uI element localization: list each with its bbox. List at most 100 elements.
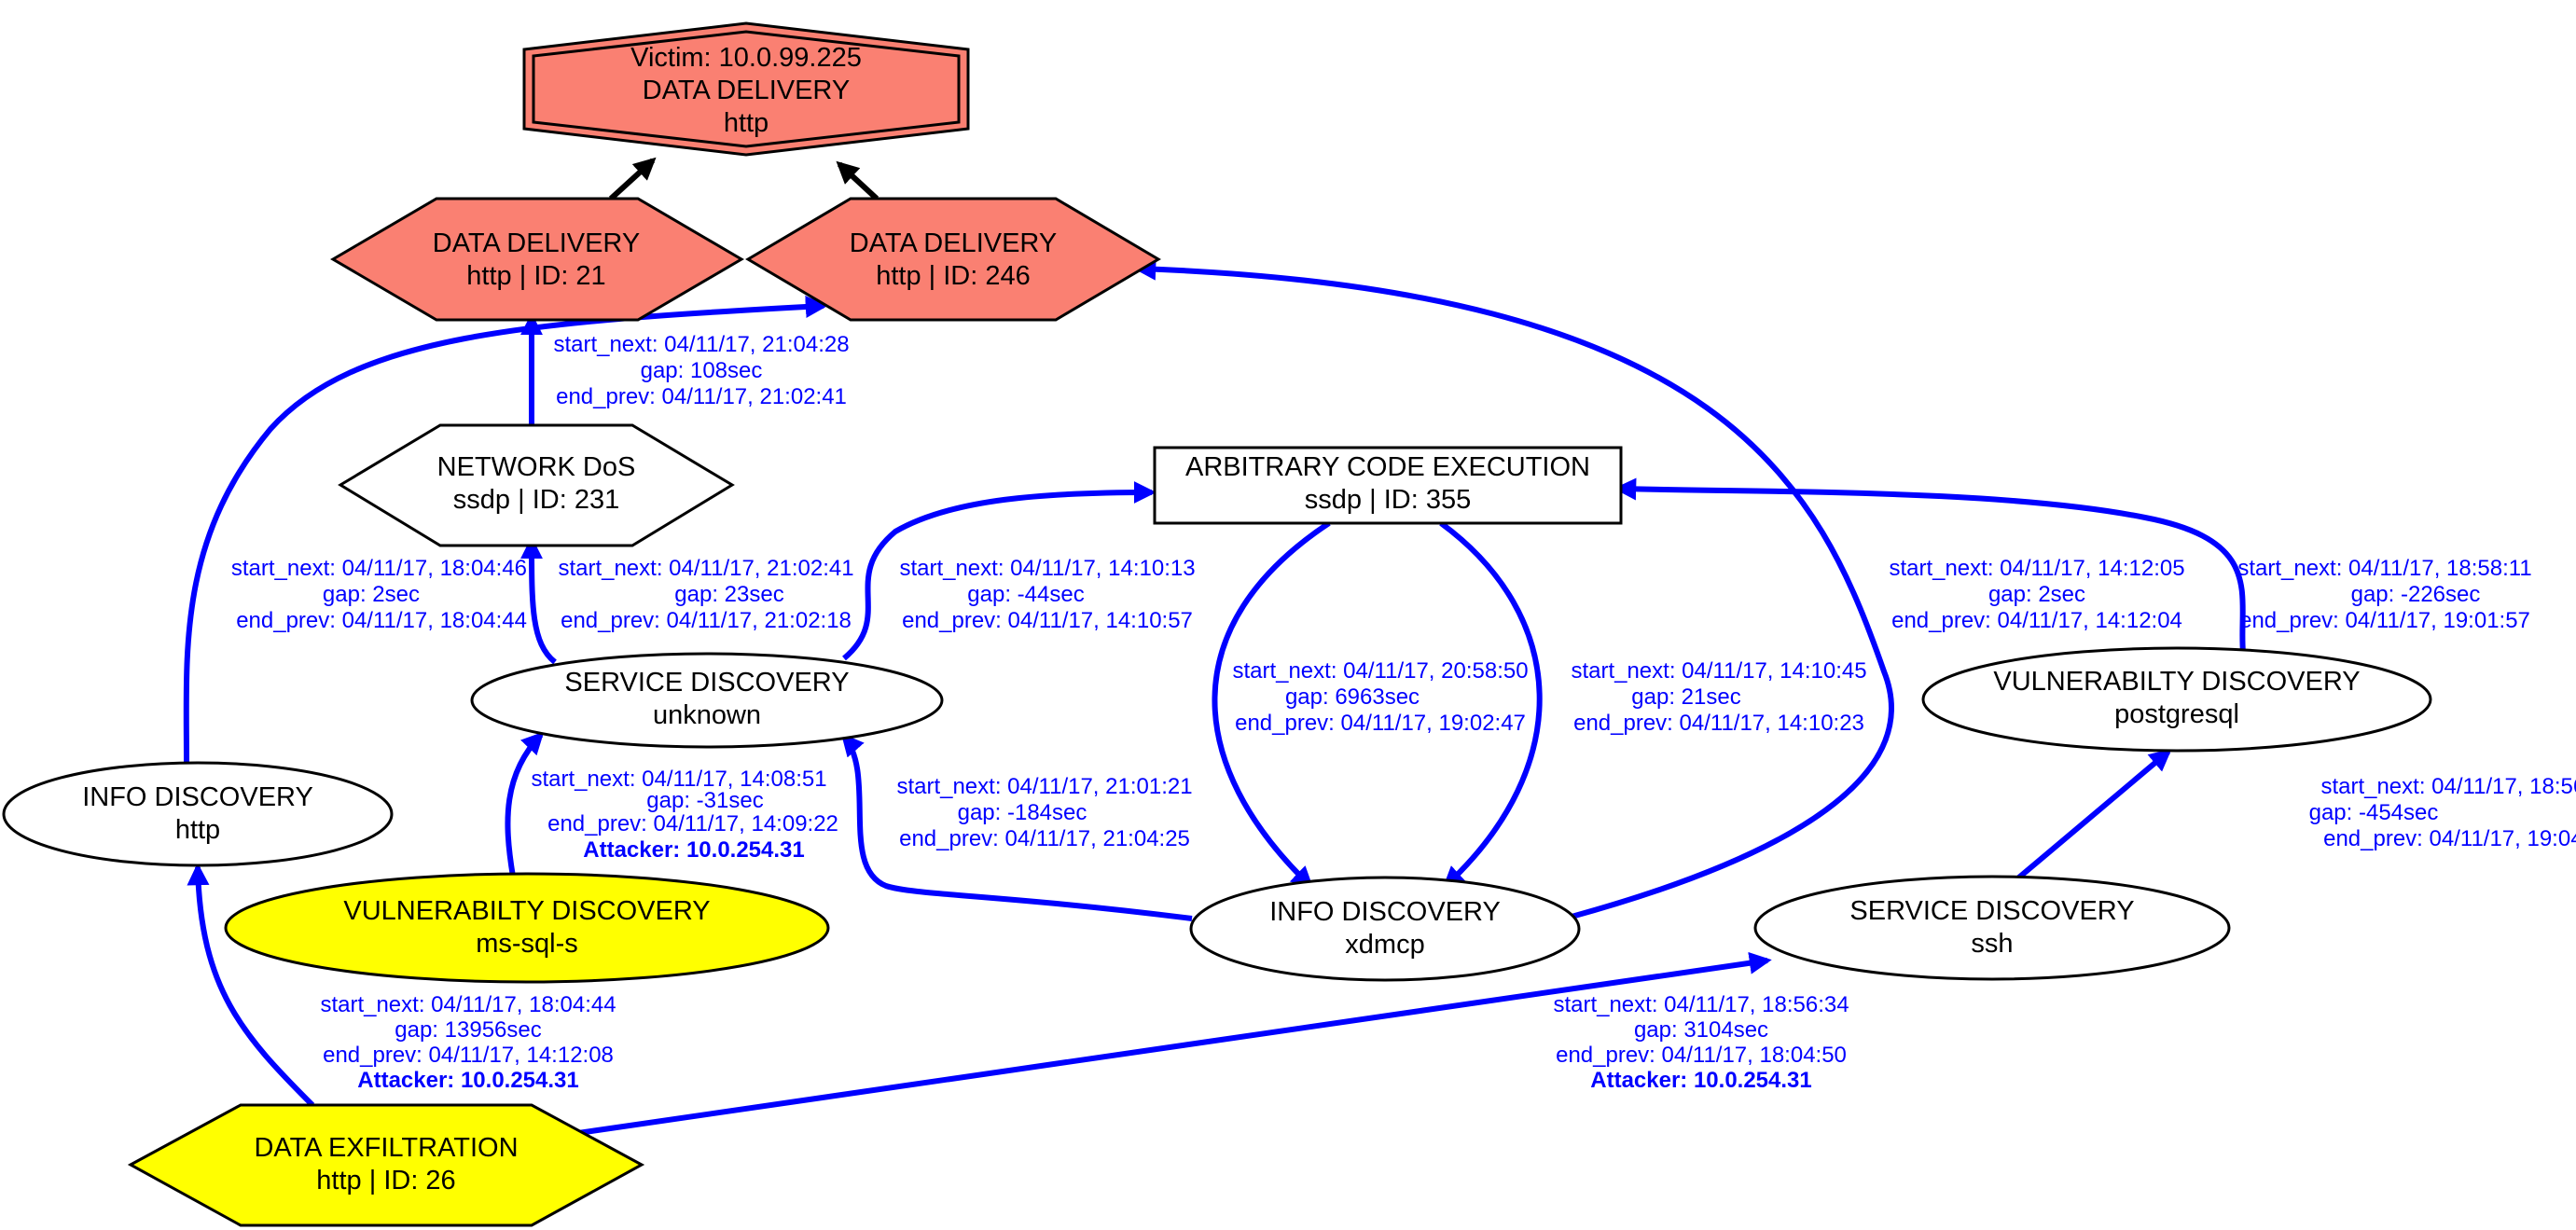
node-data-delivery-246[interactable]: DATA DELIVERY http | ID: 246 — [745, 197, 1161, 322]
svg-text:gap: -226sec: gap: -226sec — [2351, 582, 2481, 607]
svg-text:http: http — [724, 108, 769, 138]
victim-line-2: DATA DELIVERY — [643, 76, 850, 105]
sdu-subtitle: unknown — [653, 700, 761, 730]
ace-subtitle: ssdp | ID: 355 — [1305, 485, 1471, 515]
svg-text:end_prev: 04/11/17, 18:04:50: end_prev: 04/11/17, 18:04:50 — [1556, 1043, 1847, 1068]
label-exfil-to-ssh: start_next: 04/11/17, 18:56:34 gap: 3104… — [1553, 992, 1849, 1093]
svg-text:end_prev: 04/11/17, 14:12:08: end_prev: 04/11/17, 14:12:08 — [323, 1043, 614, 1068]
victim-node[interactable]: Victim: 10.0.99.225 DATA DELIVERY http — [522, 21, 970, 157]
vdm-title: VULNERABILTY DISCOVERY — [343, 896, 710, 926]
vdp-subtitle: postgresql — [2114, 699, 2239, 729]
dd21-subtitle: http | ID: 21 — [466, 261, 605, 291]
svg-text:Attacker: 10.0.254.31: Attacker: 10.0.254.31 — [357, 1068, 579, 1093]
exfil-subtitle: http | ID: 26 — [316, 1166, 455, 1195]
svg-text:gap: -44sec: gap: -44sec — [967, 582, 1084, 607]
label-sdu-to-ace: start_next: 04/11/17, 14:10:13 gap: -44s… — [899, 556, 1195, 633]
edge-dd246-to-victim — [836, 160, 879, 201]
svg-text:end_prev: 04/11/17, 19:04:18: end_prev: 04/11/17, 19:04:18 — [2323, 826, 2576, 851]
idhttp-title: INFO DISCOVERY — [82, 782, 313, 812]
label-ace-to-xdmcp-a: start_next: 04/11/17, 20:58:50 gap: 6963… — [1232, 658, 1528, 736]
nodes: Victim: 10.0.99.225 DATA DELIVERY http D… — [2, 21, 2432, 1227]
svg-text:end_prev: 04/11/17, 19:01:57: end_prev: 04/11/17, 19:01:57 — [2239, 608, 2530, 633]
svg-text:gap: 6963sec: gap: 6963sec — [1285, 684, 1420, 710]
svg-text:end_prev: 04/11/17, 14:10:57: end_prev: 04/11/17, 14:10:57 — [902, 608, 1193, 633]
svg-text:DATA DELIVERY: DATA DELIVERY — [643, 76, 850, 105]
svg-text:start_next: 04/11/17, 14:10:13: start_next: 04/11/17, 14:10:13 — [899, 556, 1195, 581]
svg-text:end_prev: 04/11/17, 21:02:41: end_prev: 04/11/17, 21:02:41 — [556, 384, 847, 409]
xdmcp-subtitle: xdmcp — [1345, 930, 1424, 960]
svg-text:start_next: 04/11/17, 14:10:45: start_next: 04/11/17, 14:10:45 — [1571, 658, 1866, 684]
svg-text:Victim: 10.0.99.225: Victim: 10.0.99.225 — [630, 43, 862, 73]
label-vdp-to-ace: start_next: 04/11/17, 18:58:11 gap: -226… — [2237, 556, 2531, 633]
svg-text:start_next: 04/11/17, 21:04:28: start_next: 04/11/17, 21:04:28 — [553, 332, 849, 357]
edge-ssh-to-vdp — [2013, 748, 2172, 884]
svg-text:start_next: 04/11/17, 18:04:46: start_next: 04/11/17, 18:04:46 — [231, 556, 527, 581]
svg-text:Attacker: 10.0.254.31: Attacker: 10.0.254.31 — [583, 837, 805, 863]
vdp-title: VULNERABILTY DISCOVERY — [1993, 667, 2360, 697]
svg-text:start_next: 04/11/17, 14:12:05: start_next: 04/11/17, 14:12:05 — [1889, 556, 2184, 581]
svg-text:end_prev: 04/11/17, 18:04:44: end_prev: 04/11/17, 18:04:44 — [236, 608, 527, 633]
edge-vdp-to-ace — [1613, 477, 2246, 654]
ssh-subtitle: ssh — [1971, 929, 2013, 959]
svg-text:gap: 2sec: gap: 2sec — [1988, 582, 2085, 607]
node-arbitrary-code-execution-355[interactable]: ARBITRARY CODE EXECUTION ssdp | ID: 355 — [1153, 446, 1623, 525]
label-xdmcp-to-sdu: start_next: 04/11/17, 21:01:21 gap: -184… — [896, 774, 1192, 851]
svg-text:end_prev: 04/11/17, 14:12:04: end_prev: 04/11/17, 14:12:04 — [1891, 608, 2182, 633]
ace-title: ARBITRARY CODE EXECUTION — [1185, 452, 1590, 482]
node-vulnerability-discovery-postgresql[interactable]: VULNERABILTY DISCOVERY postgresql — [1921, 646, 2432, 753]
svg-text:gap: -184sec: gap: -184sec — [958, 800, 1087, 825]
dd246-subtitle: http | ID: 246 — [876, 261, 1031, 291]
ssh-title: SERVICE DISCOVERY — [1849, 896, 2134, 926]
svg-text:gap: 21sec: gap: 21sec — [1631, 684, 1740, 710]
edge-exfil-to-ssh — [577, 951, 1772, 1136]
dos-subtitle: ssdp | ID: 231 — [453, 485, 619, 515]
label-ssh-to-vdp: start_next: 04/11/17, 18:56:44 gap: -454… — [2309, 774, 2576, 851]
svg-text:start_next: 04/11/17, 14:08:51: start_next: 04/11/17, 14:08:51 — [531, 767, 826, 792]
edge-labels: start_next: 04/11/17, 21:04:28 gap: 108s… — [231, 332, 2576, 1093]
node-service-discovery-ssh[interactable]: SERVICE DISCOVERY ssh — [1753, 875, 2231, 981]
svg-text:end_prev: 04/11/17, 21:04:25: end_prev: 04/11/17, 21:04:25 — [899, 826, 1190, 851]
vdm-subtitle: ms-sql-s — [476, 929, 578, 959]
node-info-discovery-http[interactable]: INFO DISCOVERY http — [2, 761, 394, 867]
edge-sdu-to-dos — [520, 536, 557, 665]
svg-text:end_prev: 04/11/17, 14:10:23: end_prev: 04/11/17, 14:10:23 — [1573, 711, 1864, 736]
node-vulnerability-discovery-ms-sql-s[interactable]: VULNERABILTY DISCOVERY ms-sql-s — [224, 872, 830, 984]
sdu-title: SERVICE DISCOVERY — [564, 668, 849, 698]
svg-text:gap: 13956sec: gap: 13956sec — [395, 1017, 541, 1043]
dd21-title: DATA DELIVERY — [433, 228, 640, 258]
node-data-exfiltration-26[interactable]: DATA EXFILTRATION http | ID: 26 — [127, 1103, 645, 1227]
idhttp-subtitle: http — [175, 815, 220, 845]
edge-xdmcp-to-dd246 — [1133, 257, 1894, 919]
victim-line-3: http — [724, 108, 769, 138]
svg-text:gap: -31sec: gap: -31sec — [646, 788, 763, 813]
label-mssql-to-sdu: start_next: 04/11/17, 14:08:51 gap: -31s… — [531, 767, 838, 863]
node-network-dos-231[interactable]: NETWORK DoS ssdp | ID: 231 — [338, 423, 735, 547]
edge-sdu-to-ace — [842, 481, 1156, 661]
label-dos-to-dd21: start_next: 04/11/17, 21:04:28 gap: 108s… — [553, 332, 849, 409]
edges — [183, 157, 2246, 1136]
svg-text:start_next: 04/11/17, 18:56:44: start_next: 04/11/17, 18:56:44 — [2320, 774, 2576, 799]
label-ace-to-xdmcp-b: start_next: 04/11/17, 14:10:45 gap: 21se… — [1571, 658, 1866, 736]
node-info-discovery-xdmcp[interactable]: INFO DISCOVERY xdmcp — [1189, 876, 1581, 982]
node-service-discovery-unknown[interactable]: SERVICE DISCOVERY unknown — [470, 652, 944, 749]
edge-ace-to-xdmcp-b — [1439, 520, 1543, 890]
dd246-title: DATA DELIVERY — [850, 228, 1057, 258]
svg-text:gap: 2sec: gap: 2sec — [323, 582, 420, 607]
label-exfil-to-idhttp: start_next: 04/11/17, 18:04:44 gap: 1395… — [320, 992, 616, 1093]
edge-xdmcp-to-sdu — [840, 733, 1193, 921]
label-sdu-to-dos: start_next: 04/11/17, 21:02:41 gap: 23se… — [558, 556, 853, 633]
svg-text:start_next: 04/11/17, 18:56:34: start_next: 04/11/17, 18:56:34 — [1553, 992, 1849, 1017]
svg-text:gap: 108sec: gap: 108sec — [641, 358, 763, 383]
svg-text:start_next: 04/11/17, 21:02:41: start_next: 04/11/17, 21:02:41 — [558, 556, 853, 581]
svg-text:start_next: 04/11/17, 20:58:50: start_next: 04/11/17, 20:58:50 — [1232, 658, 1528, 684]
svg-text:start_next: 04/11/17, 18:04:44: start_next: 04/11/17, 18:04:44 — [320, 992, 616, 1017]
svg-text:end_prev: 04/11/17, 14:09:22: end_prev: 04/11/17, 14:09:22 — [547, 811, 838, 836]
svg-text:start_next: 04/11/17, 21:01:21: start_next: 04/11/17, 21:01:21 — [896, 774, 1192, 799]
victim-line-1: Victim: 10.0.99.225 — [630, 43, 862, 73]
svg-text:Attacker: 10.0.254.31: Attacker: 10.0.254.31 — [1590, 1068, 1812, 1093]
node-data-delivery-21[interactable]: DATA DELIVERY http | ID: 21 — [330, 197, 744, 322]
svg-text:start_next: 04/11/17, 18:58:11: start_next: 04/11/17, 18:58:11 — [2237, 556, 2531, 581]
svg-text:end_prev: 04/11/17, 19:02:47: end_prev: 04/11/17, 19:02:47 — [1235, 711, 1526, 736]
svg-text:end_prev: 04/11/17, 21:02:18: end_prev: 04/11/17, 21:02:18 — [561, 608, 852, 633]
